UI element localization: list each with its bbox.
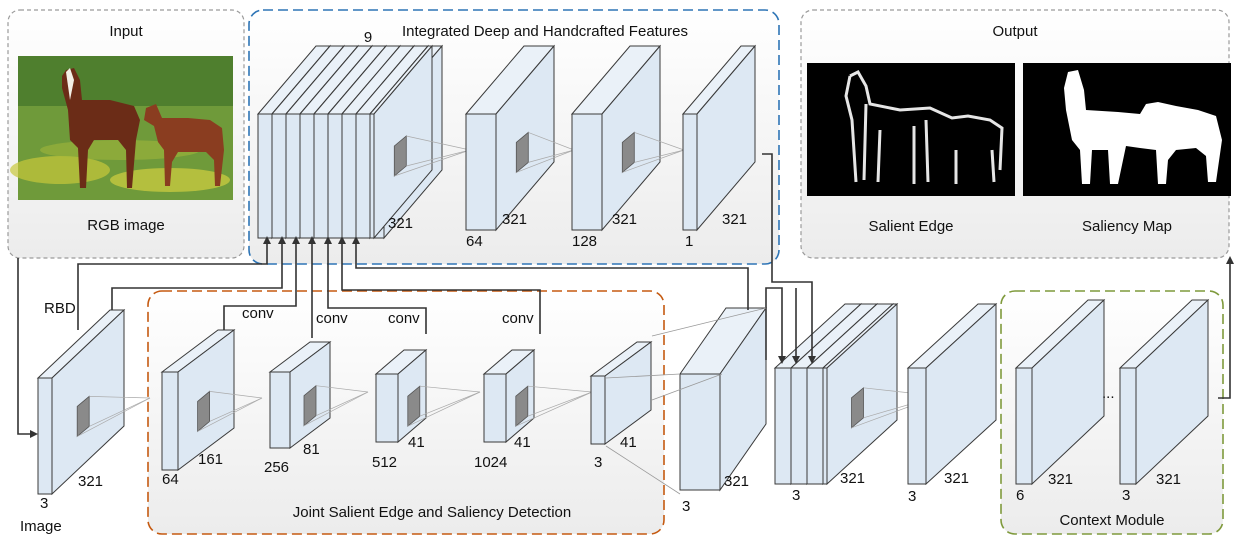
feature-stack-front [368, 44, 471, 240]
detect-layer-256 [268, 341, 369, 449]
upsampled-size: 321 [724, 473, 749, 490]
rbd-label: RBD [44, 300, 76, 317]
concat-size: 321 [840, 470, 865, 487]
image-block-channels: 3 [40, 495, 48, 512]
conv-label-2: conv [316, 310, 348, 327]
features-stack-count: 9 [364, 29, 372, 46]
feature-layer-1-channels: 1 [685, 233, 693, 250]
saliency-map-image [1023, 63, 1231, 196]
detect-1024-channels: 1024 [474, 454, 507, 471]
feature-layer-64-channels: 64 [466, 233, 483, 250]
concat-arrow-a [765, 287, 786, 364]
detect-512-size: 41 [408, 434, 425, 451]
feature-layer-128-size: 321 [612, 211, 637, 228]
detect-512-channels: 512 [372, 454, 397, 471]
detect-64-size: 161 [198, 451, 223, 468]
feature-stack-size: 321 [388, 215, 413, 232]
image-block-size: 321 [78, 473, 103, 490]
image-block [36, 308, 151, 496]
detect-layer-64 [160, 329, 263, 471]
conv4-arrow [338, 236, 541, 334]
conv-label-4: conv [502, 310, 534, 327]
rbd-arrow [77, 236, 271, 330]
features-to-concat-arrow [762, 153, 816, 364]
upsampled-block [679, 306, 767, 492]
context-title: Context Module [1059, 512, 1164, 529]
image-to-features-arrow [111, 236, 286, 310]
concat-front [821, 302, 939, 486]
image-label: Image [20, 518, 62, 535]
detect-layer-1024 [482, 348, 593, 444]
detect-1024-size: 41 [514, 434, 531, 451]
features-title: Integrated Deep and Handcrafted Features [402, 23, 688, 40]
context-last-size: 321 [1156, 471, 1181, 488]
upsampled-channels: 3 [682, 498, 690, 515]
after-concat-channels: 3 [908, 488, 916, 505]
detect-64-channels: 64 [162, 471, 179, 488]
saliency-map-caption: Saliency Map [1082, 218, 1172, 235]
conv-label-1: conv [242, 305, 274, 322]
context-to-output-arrow [1218, 256, 1234, 399]
feature-layer-1-size: 321 [722, 211, 747, 228]
feature-layer-64-size: 321 [502, 211, 527, 228]
detect-layer-512 [374, 348, 481, 444]
conv1-arrow [223, 236, 300, 330]
feature-layer-128-channels: 128 [572, 233, 597, 250]
connections [17, 153, 1234, 438]
feature-layer-128 [570, 44, 685, 232]
feature-layer-64 [464, 44, 575, 232]
detection-title: Joint Salient Edge and Saliency Detectio… [293, 504, 572, 521]
context-last-channels: 3 [1122, 487, 1130, 504]
upsampled-to-features-arrow [352, 236, 749, 310]
context-last-block [1118, 298, 1210, 486]
context-first-size: 321 [1048, 471, 1073, 488]
detect-layer-3 [589, 341, 653, 445]
feature-layer-1 [681, 44, 757, 232]
conv3-arrow [324, 236, 427, 334]
output-title: Output [992, 23, 1038, 40]
detect-256-channels: 256 [264, 459, 289, 476]
after-concat-block [906, 302, 998, 486]
context-ellipsis: ... [1102, 385, 1115, 402]
context-first-channels: 6 [1016, 487, 1024, 504]
horse-photo [10, 56, 233, 200]
salient-edge-caption: Salient Edge [868, 218, 953, 235]
detect-3-size: 41 [620, 434, 637, 451]
conv-label-3: conv [388, 310, 420, 327]
input-to-image-arrow [17, 258, 38, 438]
after-concat-size: 321 [944, 470, 969, 487]
salient-edge-image [807, 63, 1015, 196]
detect-3-channels: 3 [594, 454, 602, 471]
detect-256-size: 81 [303, 441, 320, 458]
input-title: Input [109, 23, 143, 40]
input-caption: RGB image [87, 217, 165, 234]
upsample-lines [605, 307, 767, 495]
context-first-block [1014, 298, 1106, 486]
concat-channels: 3 [792, 487, 800, 504]
